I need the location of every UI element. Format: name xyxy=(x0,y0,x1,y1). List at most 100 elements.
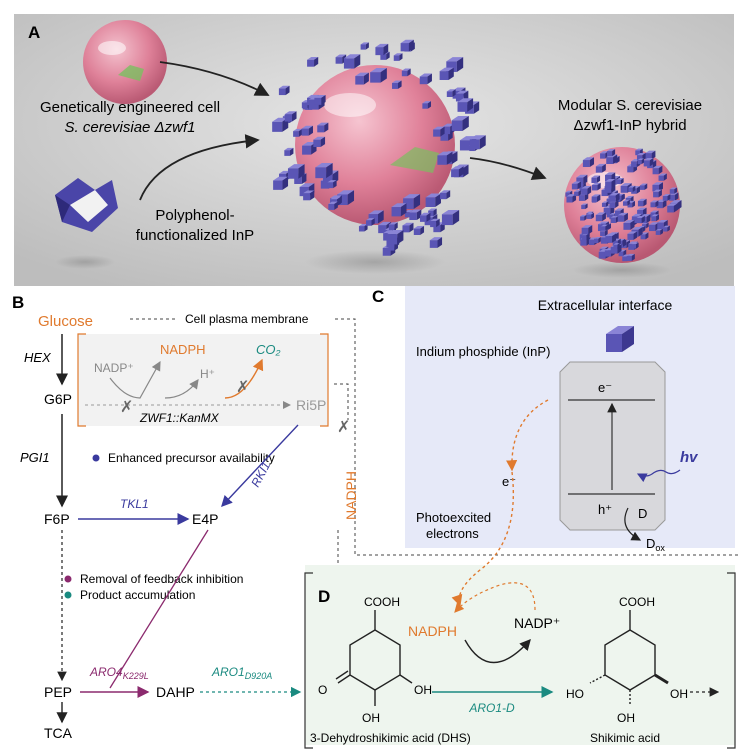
inp-cube xyxy=(441,209,460,226)
inp-cube xyxy=(613,243,620,249)
inp-cube xyxy=(605,179,616,188)
electron-to-nadph-arrow xyxy=(451,471,515,607)
nadph-label-b: NADPH xyxy=(160,342,206,357)
inp-cube xyxy=(446,89,456,98)
inp-cube xyxy=(669,187,677,194)
dox-d: D xyxy=(646,536,655,551)
aro4-sub: K229L xyxy=(123,671,149,681)
inp-cube xyxy=(439,67,454,80)
dox-sub: ox xyxy=(655,543,665,553)
nadph-connector xyxy=(334,383,349,420)
cofactor-turnover-arrow xyxy=(464,638,531,664)
inp-cube xyxy=(430,218,440,228)
inp-cube xyxy=(580,214,587,221)
aro1-sub: D920A xyxy=(245,671,273,681)
sa-cooh: COOH xyxy=(619,595,655,609)
ri5p-label: Ri5P xyxy=(296,397,326,413)
shikimic-acid-structure xyxy=(589,610,669,706)
aro1-name: ARO1 xyxy=(211,665,245,679)
nadph-vertical-label: NADPH xyxy=(343,471,359,520)
zwf1-kanmx-label: ZWF1::KanMX xyxy=(139,411,220,425)
dhs-cooh: COOH xyxy=(364,595,400,609)
panel-c-letter: C xyxy=(372,287,384,306)
hybrid-label-line1: Modular S. cerevisiae xyxy=(558,97,702,114)
inp-cube xyxy=(626,253,635,261)
inp-cube xyxy=(419,73,432,85)
arrow-to-modular-hybrid xyxy=(469,157,547,181)
extracellular-title: Extracellular interface xyxy=(538,297,673,313)
panel-a: A Genetically engineered cell S. cerevis… xyxy=(14,14,734,286)
nadph-label-d: NADPH xyxy=(408,623,457,639)
inp-cube xyxy=(370,68,387,83)
panel-d-bracket-left xyxy=(304,572,313,749)
legend-bullet-accumulation xyxy=(64,591,72,599)
inp-cube xyxy=(401,68,411,77)
ppp-box xyxy=(78,334,328,426)
membrane-dash-right xyxy=(335,318,740,556)
inp-particle-icon xyxy=(55,178,118,269)
inp-cube xyxy=(601,201,609,207)
dhs-oh-right: OH xyxy=(414,683,432,697)
engineered-cell-icon xyxy=(83,20,167,104)
legend-removal: Removal of feedback inhibition xyxy=(80,572,243,586)
inp-cube xyxy=(428,208,437,216)
sa-oh-right: OH xyxy=(670,687,688,701)
inp-cube xyxy=(343,54,361,69)
inp-cube xyxy=(402,222,414,233)
inp-cube xyxy=(581,203,588,210)
donor-oxidation-arrow xyxy=(624,507,642,541)
photoexcited-line2: electrons xyxy=(426,526,479,541)
inp-cube xyxy=(284,147,294,156)
cross-nadph: ✗ xyxy=(337,419,350,436)
inp-cube xyxy=(628,185,636,192)
inp-cube xyxy=(303,190,315,201)
inp-cube xyxy=(652,165,663,175)
inp-cube xyxy=(392,80,402,89)
inp-cube xyxy=(327,180,337,189)
inp-cube xyxy=(607,149,616,157)
h-plus-label: H⁺ xyxy=(200,367,215,381)
inp-cube xyxy=(314,95,326,105)
inp-cube xyxy=(653,189,662,198)
inp-cube xyxy=(622,199,630,206)
inp-cube xyxy=(663,225,670,232)
aro1d-label: ARO1-D xyxy=(468,701,515,715)
inp-cube xyxy=(586,212,595,219)
inp-cube xyxy=(593,237,601,244)
inp-material-label: Indium phosphide (InP) xyxy=(416,344,550,359)
inp-cube xyxy=(391,203,407,217)
glucose-label: Glucose xyxy=(38,313,93,330)
inp-cube xyxy=(457,98,474,112)
cell-label-line1: Genetically engineered cell xyxy=(40,99,220,116)
inp-cube xyxy=(337,190,355,206)
aro4-label: ARO4K229L xyxy=(89,665,149,681)
inp-cube xyxy=(366,218,375,226)
dhs-oh-bottom: OH xyxy=(362,711,380,725)
inp-cube xyxy=(307,56,319,67)
photoexcited-line1: Photoexcited xyxy=(416,510,491,525)
co2-label: CO₂ xyxy=(256,342,281,357)
inp-cube xyxy=(571,181,581,190)
tkl1-label: TKL1 xyxy=(120,497,149,511)
ppp-bracket-right xyxy=(320,333,329,427)
inp-cube xyxy=(433,126,445,137)
legend-accumulation: Product accumulation xyxy=(80,588,195,602)
inp-cube xyxy=(591,175,601,184)
inp-cube xyxy=(293,128,303,137)
inp-cube xyxy=(645,150,656,160)
inp-cube xyxy=(658,173,667,181)
inp-cube xyxy=(388,222,398,230)
inp-cube xyxy=(576,174,588,185)
inp-cube xyxy=(422,101,432,109)
aro4-name: ARO4 xyxy=(89,665,123,679)
cell-label-line2: S. cerevisiae Δzwf1 xyxy=(65,119,196,136)
cb-electron: e⁻ xyxy=(598,380,612,395)
inp-cube xyxy=(446,57,464,72)
arrow-ri5p-e4p xyxy=(221,424,299,508)
inp-cube xyxy=(581,186,592,195)
inp-cube xyxy=(400,39,414,52)
inp-cube xyxy=(643,157,654,167)
panel-b-letter: B xyxy=(12,293,24,312)
inp-cube xyxy=(566,194,577,203)
